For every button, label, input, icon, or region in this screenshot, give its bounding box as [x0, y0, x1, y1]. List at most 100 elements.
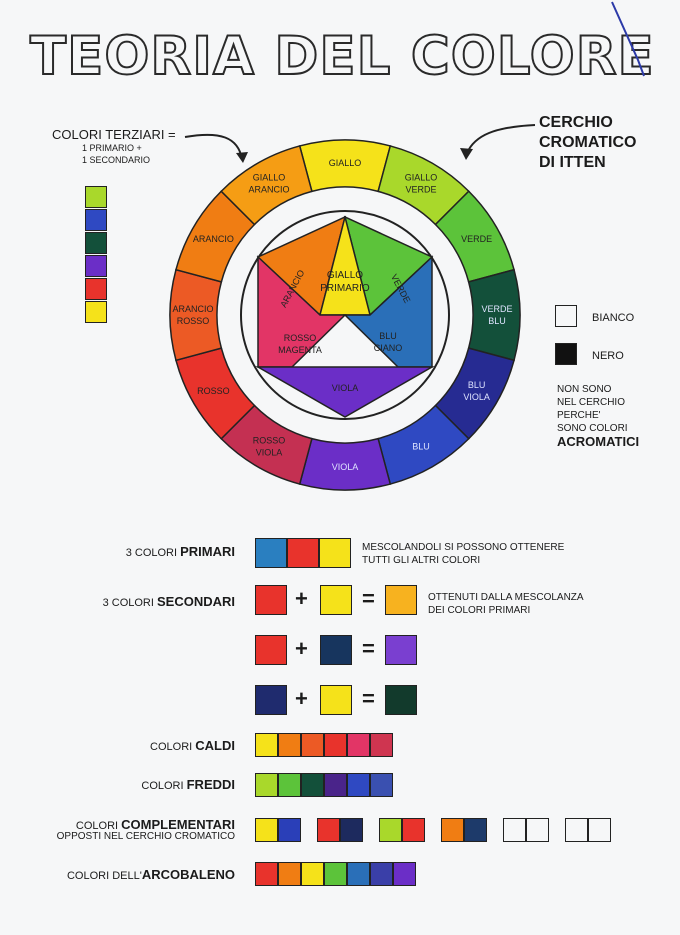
swatch [255, 862, 278, 886]
secondari-a [255, 635, 287, 665]
inner-blu [343, 255, 433, 368]
complementari-a [379, 818, 402, 842]
secondari-result [385, 635, 417, 665]
swatch [370, 733, 393, 757]
tertiary-swatch [85, 278, 107, 300]
plus-sign: + [295, 586, 308, 611]
inner-rosso [257, 255, 347, 368]
equals-sign: = [362, 686, 375, 711]
secondari-a [255, 585, 287, 615]
complementari-a [441, 818, 464, 842]
label-complementari-sub: OPPOSTI NEL CERCHIO CROMATICO [56, 831, 235, 842]
label-bianco: BIANCO [592, 312, 635, 324]
primari-swatch [319, 538, 351, 568]
swatch-nero [555, 343, 577, 365]
label-inner-giallo-2: PRIMARIO [320, 283, 370, 294]
secondari-b [320, 585, 352, 615]
complementari-b [464, 818, 487, 842]
primari-swatch [287, 538, 319, 568]
swatch-bianco [555, 305, 577, 327]
arrow-terziari-icon [184, 133, 248, 163]
label-outer: VERDE [405, 184, 436, 194]
label-arcobaleno: COLORI DELL'ARCOBALENO [66, 867, 235, 882]
complementari-b [526, 818, 549, 842]
plus-sign: + [295, 686, 308, 711]
complementari-b [588, 818, 611, 842]
complementari-a [255, 818, 278, 842]
wheel-segment [169, 268, 223, 362]
label-outer: ARANCIO [193, 234, 234, 244]
terziari-line1: 1 PRIMARIO + [82, 143, 142, 153]
label-inner-blu-2: CIANO [374, 343, 403, 353]
swatch [370, 862, 393, 886]
swatch [324, 862, 347, 886]
primari-swatch [255, 538, 287, 568]
tertiary-swatch [85, 255, 107, 277]
pen-scribble [611, 1, 645, 77]
page-title: TEORIA DEL COLORE [29, 26, 655, 87]
label-inner-rosso-1: ROSSO [284, 333, 317, 343]
swatch [278, 862, 301, 886]
label-outer: VIOLA [332, 462, 359, 472]
complementari-a [565, 818, 588, 842]
terziari-line2: 1 SECONDARIO [82, 155, 151, 165]
complementari-b [402, 818, 425, 842]
label-outer: GIALLO [405, 172, 438, 182]
label-nero: NERO [592, 350, 624, 362]
label-inner-viola: VIOLA [332, 383, 359, 393]
swatch [393, 862, 416, 886]
swatch [324, 733, 347, 757]
swatch [255, 733, 278, 757]
label-outer: ROSSO [177, 316, 210, 326]
complementari-b [340, 818, 363, 842]
label-inner-giallo-1: GIALLO [327, 270, 363, 281]
wheel-segment [467, 268, 521, 362]
swatch [255, 773, 278, 797]
swatch [370, 773, 393, 797]
terziari-title: COLORI TERZIARI = [52, 127, 176, 142]
tertiary-swatch [85, 209, 107, 231]
secondari-b [320, 685, 352, 715]
color-wheel: GIALLO PRIMARIO ARANCIO VERDE ROSSO MAGE… [169, 139, 521, 491]
swatch [347, 862, 370, 886]
label-inner-blu-1: BLU [379, 331, 397, 341]
swatch [347, 773, 370, 797]
label-inner-rosso-2: MAGENTA [278, 345, 322, 355]
label-outer: ARANCIO [248, 184, 289, 194]
wheel-segment [220, 145, 313, 226]
label-outer: ROSSO [253, 436, 286, 446]
label-outer: VERDE [461, 234, 492, 244]
label-outer: BLU [488, 316, 506, 326]
swatch [301, 733, 324, 757]
inner-viola [255, 366, 435, 418]
secondari-result [385, 585, 417, 615]
label-outer: VIOLA [463, 392, 490, 402]
label-outer: BLU [468, 380, 486, 390]
label-outer: ROSSO [197, 386, 230, 396]
label-outer: BLU [412, 442, 430, 452]
label-outer: ARANCIO [172, 304, 213, 314]
tertiary-swatch [85, 301, 107, 323]
equals-sign: = [362, 586, 375, 611]
swatch [278, 733, 301, 757]
complementari-a [503, 818, 526, 842]
plus-sign: + [295, 636, 308, 661]
label-outer: VERDE [481, 304, 512, 314]
label-complementari: COLORI COMPLEMENTARI [75, 817, 235, 832]
swatch [347, 733, 370, 757]
complementari-b [278, 818, 301, 842]
swatch [324, 773, 347, 797]
arrow-cerchio-icon [460, 124, 536, 160]
swatch [301, 862, 324, 886]
label-secondari: 3 COLORI SECONDARI [102, 594, 235, 609]
secondari-b [320, 635, 352, 665]
label-freddi: COLORI FREDDI [141, 777, 235, 792]
swatch [301, 773, 324, 797]
label-primari: 3 COLORI PRIMARI [125, 544, 235, 559]
complementari-a [317, 818, 340, 842]
swatch [278, 773, 301, 797]
